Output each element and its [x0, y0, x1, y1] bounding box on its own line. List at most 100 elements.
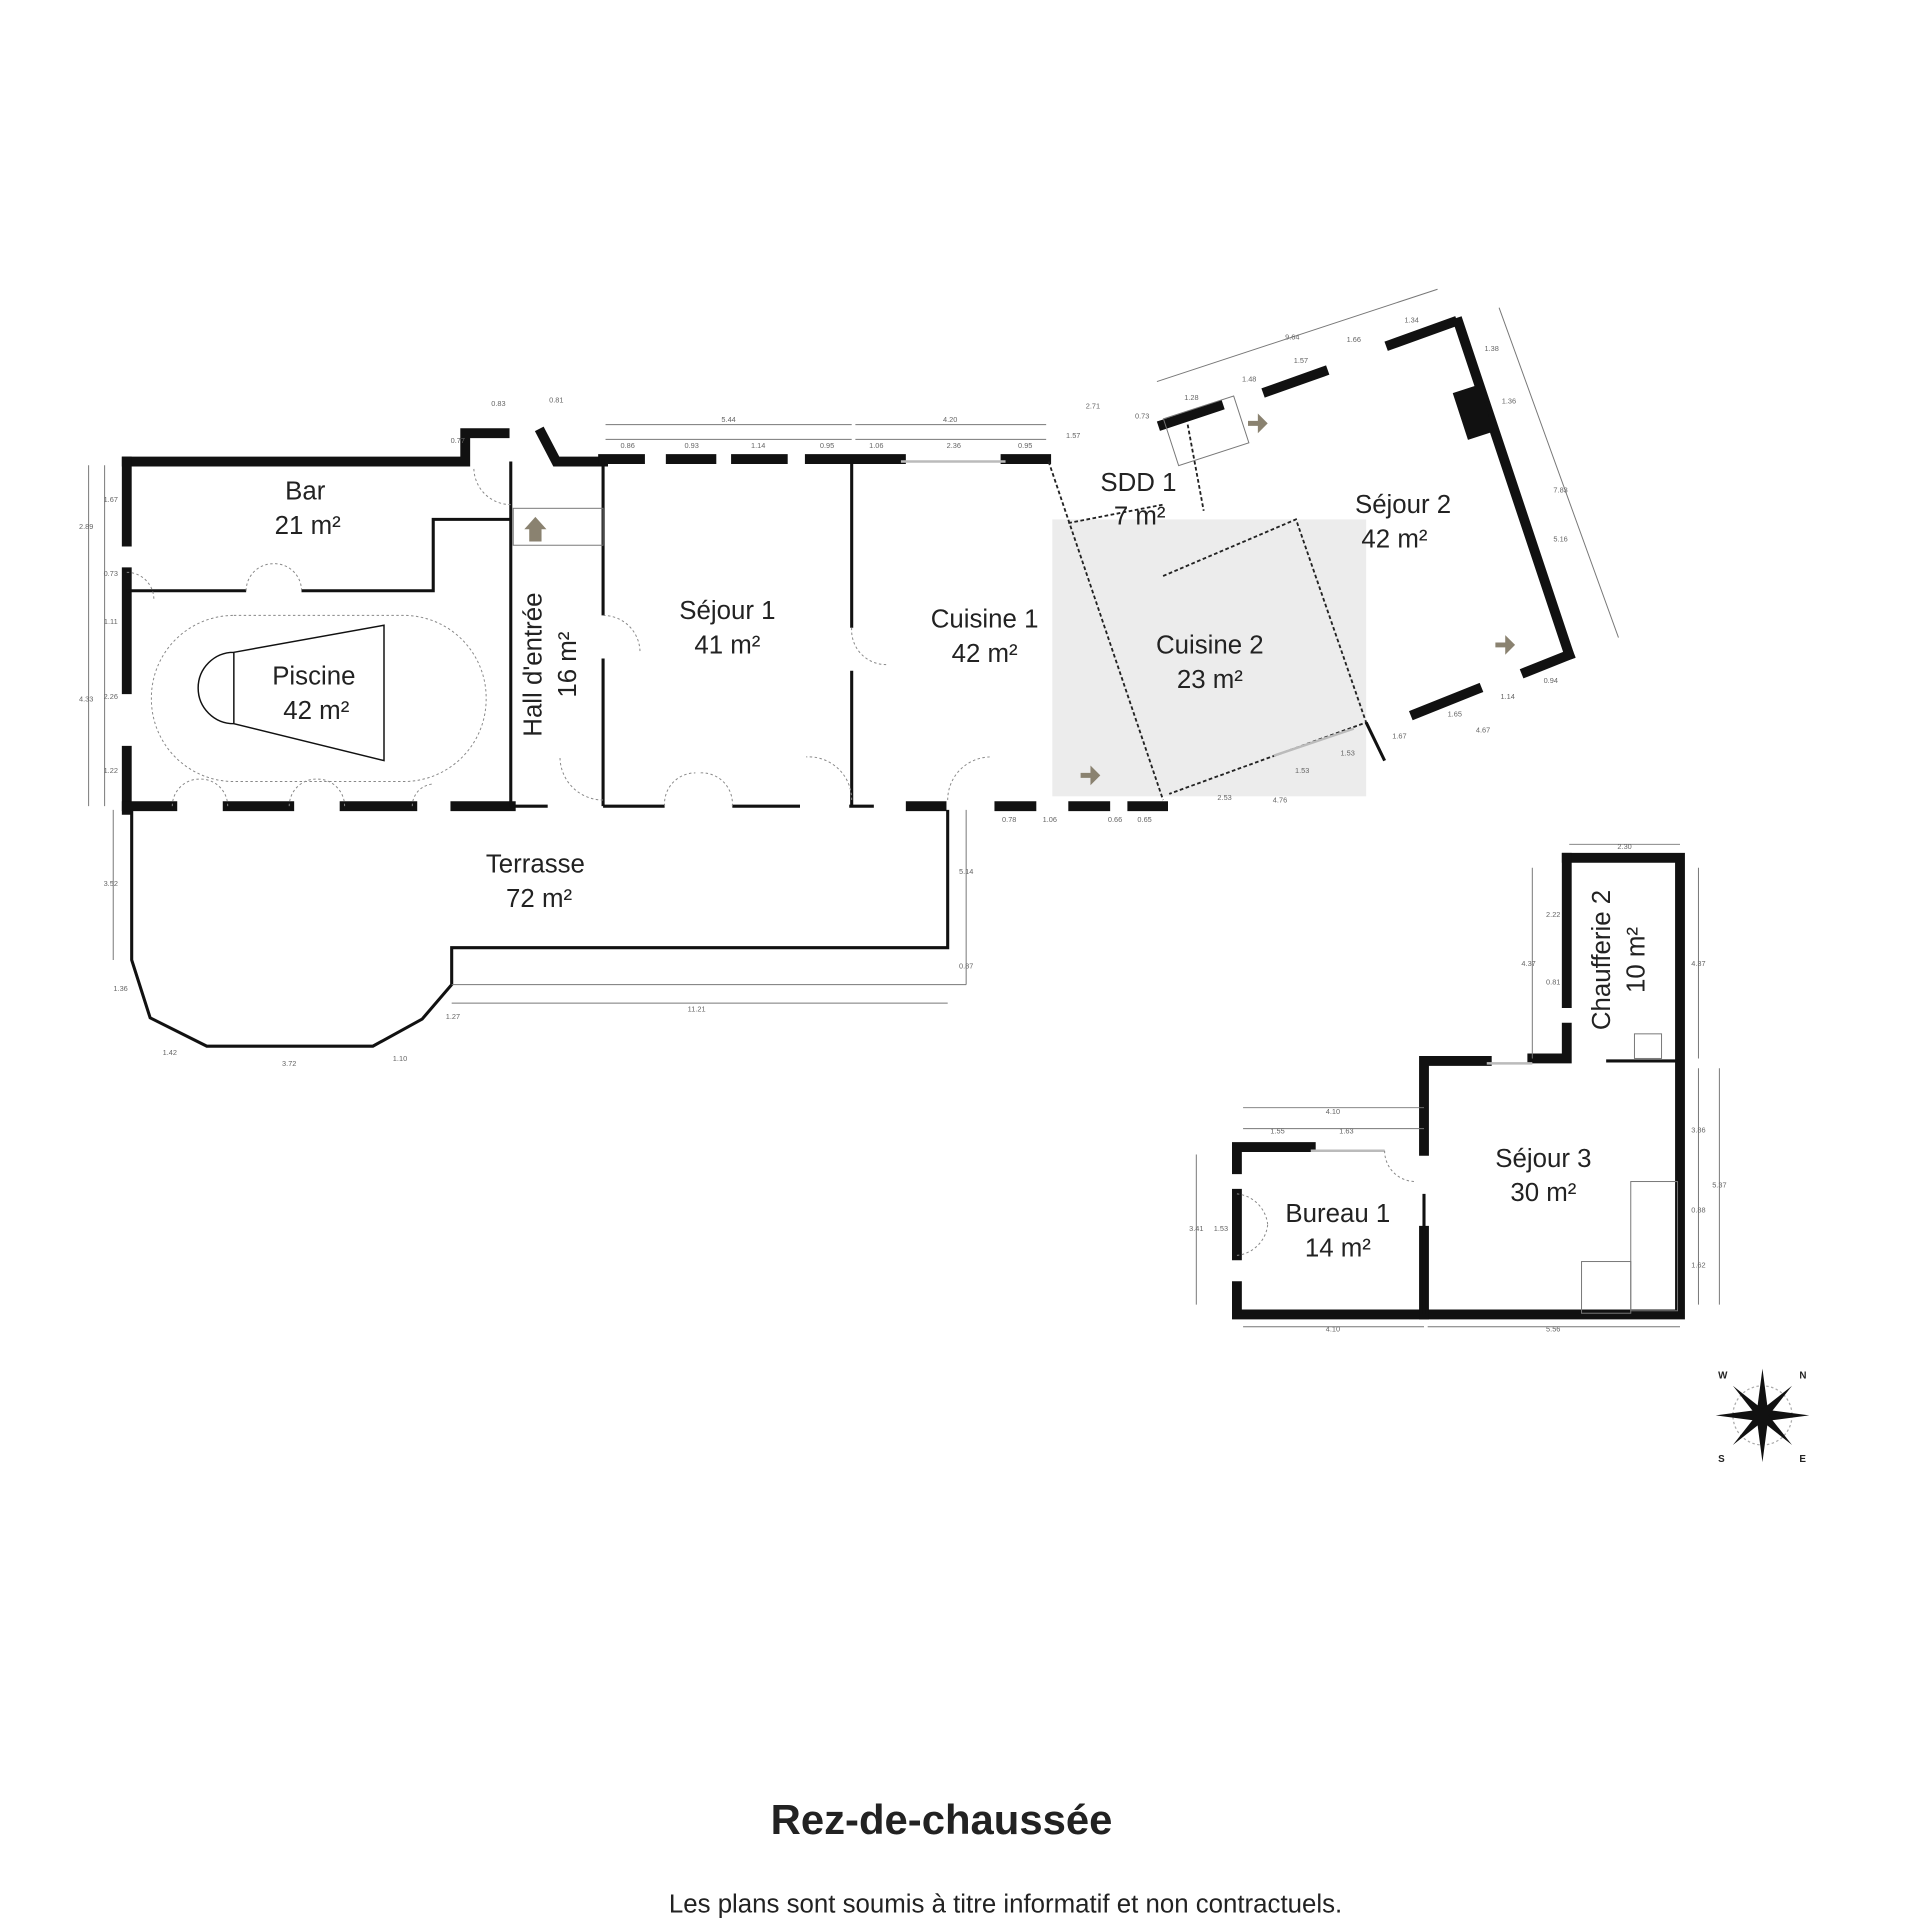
room-area: 42 m²	[952, 640, 1018, 668]
dimension-label: 1.34	[1405, 315, 1419, 324]
dimension-label: 1.22	[104, 766, 118, 775]
room-name: Terrasse	[486, 851, 585, 879]
dimension-label: 2.26	[104, 692, 118, 701]
room-name: SDD 1	[1100, 469, 1176, 497]
dimension-label: 2.36	[947, 441, 961, 450]
dimension-label: 1.65	[1448, 709, 1462, 718]
dimension-label: 4.76	[1273, 795, 1287, 804]
walls-annex	[1232, 852, 1685, 1320]
dimension-label: 1.67	[1392, 731, 1406, 740]
dimension-label: 2.22	[1546, 910, 1560, 919]
dimension-label: 1.57	[1066, 431, 1080, 440]
room-name: Piscine	[272, 662, 355, 690]
room-area: 7 m²	[1114, 502, 1166, 530]
dimension-label: 0.73	[1135, 411, 1149, 420]
dimension-label: 4.10	[1326, 1325, 1340, 1334]
dimension-label: 5.56	[1546, 1325, 1560, 1334]
dimension-label: 0.65	[1137, 815, 1151, 824]
dimension-label: 1.53	[1295, 766, 1309, 775]
dimension-label: 3.72	[282, 1059, 296, 1068]
dimension-label: 4.33	[79, 695, 93, 704]
dimension-label: 1.42	[163, 1048, 177, 1057]
dimension-label: 1.11	[104, 617, 118, 626]
room-name: Cuisine 1	[931, 606, 1039, 634]
fireplace-icon	[1452, 384, 1494, 440]
dimension-label: 0.77	[451, 436, 465, 445]
room-area: 21 m²	[275, 512, 341, 540]
dimension-label: 1.10	[393, 1054, 407, 1063]
dimension-label: 5.44	[721, 415, 735, 424]
dimension-label: 1.36	[1502, 397, 1516, 406]
dimension-label: 1.38	[1485, 344, 1499, 353]
room-area: 41 m²	[694, 632, 760, 660]
compass-rose-icon: N W S E	[1715, 1368, 1810, 1465]
room-area: 23 m²	[1177, 666, 1243, 694]
compass-north: N	[1799, 1370, 1806, 1381]
room-area: 30 m²	[1510, 1179, 1576, 1207]
dimension-label: 0.66	[1108, 815, 1122, 824]
compass-south: S	[1718, 1454, 1725, 1465]
dimension-label: 1.53	[1214, 1224, 1228, 1233]
room-area: 10 m²	[1622, 927, 1650, 993]
dimension-labels: 5.44 0.86 0.93 1.14 0.95 4.20 1.06 2.36 …	[79, 315, 1727, 1333]
disclaimer: Les plans sont soumis à titre informatif…	[669, 1891, 1342, 1919]
dimension-label: 0.93	[685, 441, 699, 450]
room-name: Séjour 2	[1355, 491, 1451, 519]
stairs-icon	[1630, 1181, 1679, 1312]
dimension-label: 1.06	[869, 441, 883, 450]
dimension-label: 5.37	[1712, 1181, 1726, 1190]
dimension-label: 0.78	[1002, 815, 1016, 824]
room-name: Bar	[285, 478, 326, 506]
dimension-label: 1.14	[751, 441, 765, 450]
dimension-label: 2.71	[1086, 402, 1100, 411]
dimension-label: 0.83	[491, 399, 505, 408]
dimension-label: 1.57	[1294, 356, 1308, 365]
dimension-label: 0.81	[1546, 978, 1560, 987]
dimension-label: 5.14	[959, 867, 973, 876]
dimension-label: 0.88	[1691, 1205, 1705, 1214]
dimension-label: 0.73	[104, 569, 118, 578]
dimension-label: 0.86	[621, 441, 635, 450]
dimension-label: 2.89	[79, 522, 93, 531]
dimension-label: 3.86	[1691, 1125, 1705, 1134]
dimension-label: 4.67	[1476, 725, 1490, 734]
dimension-label: 4.20	[943, 415, 957, 424]
dimension-label: 4.37	[1691, 959, 1705, 968]
dimension-label: 1.62	[1691, 1261, 1705, 1270]
room-name: Séjour 1	[679, 597, 775, 625]
dimension-label: 1.27	[446, 1012, 460, 1021]
dimension-label: 2.53	[1217, 793, 1231, 802]
shaded-area	[1052, 519, 1367, 797]
room-area: 16 m²	[554, 631, 582, 697]
dimension-label: 1.63	[1339, 1127, 1353, 1136]
dimension-label: 1.36	[113, 984, 127, 993]
walls-main	[121, 316, 1576, 815]
dimension-label: 1.28	[1184, 393, 1198, 402]
dimension-label: 3.52	[104, 879, 118, 888]
dimension-label: 11.21	[688, 1005, 706, 1014]
dimension-lines	[88, 288, 1720, 1328]
room-area: 14 m²	[1305, 1235, 1371, 1263]
dimension-label: 1.53	[1341, 749, 1355, 758]
dimension-label: 5.16	[1553, 535, 1567, 544]
dimension-label: 4.37	[1521, 959, 1535, 968]
compass-east: E	[1799, 1454, 1806, 1465]
room-area: 72 m²	[506, 885, 572, 913]
room-name: Séjour 3	[1495, 1145, 1591, 1173]
page-title: Rez-de-chaussée	[771, 1796, 1113, 1843]
dimension-label: 0.94	[1544, 676, 1558, 685]
room-area: 42 m²	[283, 697, 349, 725]
dimension-label: 9.64	[1285, 333, 1299, 342]
compass-west: W	[1718, 1370, 1728, 1381]
room-area: 42 m²	[1361, 526, 1427, 554]
pool-deck	[150, 614, 487, 783]
dimension-label: 1.14	[1501, 692, 1515, 701]
dimension-label: 1.55	[1270, 1127, 1284, 1136]
room-name: Chaufferie 2	[1588, 890, 1616, 1030]
dimension-label: 1.67	[104, 495, 118, 504]
dimension-label: 0.95	[1018, 441, 1032, 450]
dimension-label: 0.81	[549, 395, 563, 404]
room-labels: Bar 21 m² Piscine 42 m² Hall d'entrée 16…	[272, 469, 1650, 1263]
dimension-label: 1.48	[1242, 375, 1256, 384]
